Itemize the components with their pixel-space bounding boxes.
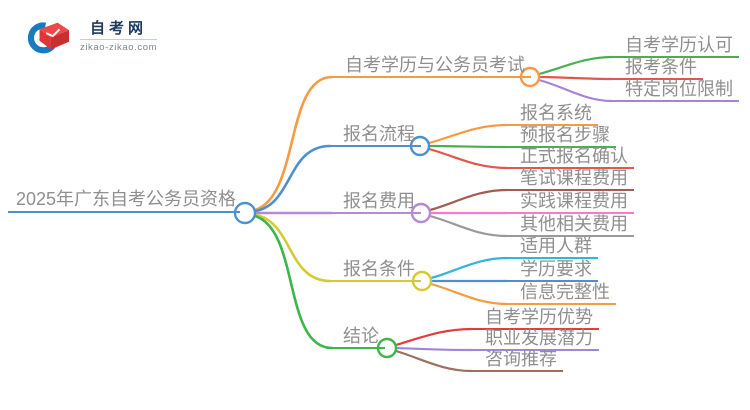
connector-branch1-leaf0 <box>427 123 509 145</box>
connector-branch1-leaf2 <box>427 147 509 170</box>
site-logo[interactable]: 自考网 zikao-zikao.com <box>28 16 158 56</box>
connector-branch0-leaf1 <box>537 75 614 81</box>
leaf-node-2-0[interactable]: 笔试课程费用 <box>507 168 634 191</box>
leaf-node-1-1[interactable]: 预报名步骤 <box>507 125 616 148</box>
leaf-node-3-2[interactable]: 信息完整性 <box>507 282 616 305</box>
connector-branch0-leaf0 <box>537 55 614 76</box>
connector-root-branch3 <box>253 213 332 283</box>
leaf-node-4-1[interactable]: 职业发展潜力 <box>472 328 599 351</box>
root-node-handle[interactable] <box>233 201 257 225</box>
leaf-node-4-0[interactable]: 自考学历优势 <box>472 307 599 330</box>
connector-branch4-leaf0 <box>394 327 474 347</box>
connector-branch3-leaf0 <box>429 256 509 280</box>
branch-node-3[interactable]: 报名条件 <box>330 259 421 282</box>
connector-root-branch0 <box>253 75 334 212</box>
leaf-node-0-2[interactable]: 特定岗位限制 <box>612 79 739 102</box>
connector-branch2-leaf0 <box>428 188 509 212</box>
logo-title: 自考网 <box>90 19 148 37</box>
connector-branch2-leaf2 <box>428 214 509 238</box>
branch-node-2[interactable]: 报名费用 <box>330 191 421 214</box>
connector-branch4-leaf1 <box>394 346 474 352</box>
connector-branch0-leaf2 <box>537 78 614 103</box>
connector-branch1-leaf1 <box>427 144 509 149</box>
branch-node-0[interactable]: 自考学历与公务员考试 <box>332 55 531 78</box>
graduation-cap-icon <box>28 22 70 54</box>
leaf-node-0-1[interactable]: 报考条件 <box>612 57 703 80</box>
connector-branch4-leaf2 <box>394 349 474 373</box>
logo-separator <box>80 38 158 40</box>
leaf-node-1-0[interactable]: 报名系统 <box>507 103 598 126</box>
branch-node-4[interactable]: 结论 <box>330 326 385 349</box>
connector-branch3-leaf2 <box>429 282 509 306</box>
root-node[interactable]: 2025年广东自考公务员资格 <box>8 188 241 213</box>
connector-root-branch1 <box>253 144 332 213</box>
leaf-node-0-0[interactable]: 自考学历认可 <box>612 35 739 58</box>
branch-node-1[interactable]: 报名流程 <box>330 124 421 147</box>
leaf-node-2-2[interactable]: 其他相关费用 <box>507 214 634 237</box>
leaf-node-1-2[interactable]: 正式报名确认 <box>507 146 634 169</box>
leaf-node-3-0[interactable]: 适用人群 <box>507 236 598 259</box>
leaf-node-2-1[interactable]: 实践课程费用 <box>507 191 634 214</box>
leaf-node-4-2[interactable]: 咨询推荐 <box>472 349 563 372</box>
logo-domain: zikao-zikao.com <box>80 41 158 53</box>
connector-root-branch4 <box>253 214 334 350</box>
leaf-node-3-1[interactable]: 学历要求 <box>507 259 598 282</box>
